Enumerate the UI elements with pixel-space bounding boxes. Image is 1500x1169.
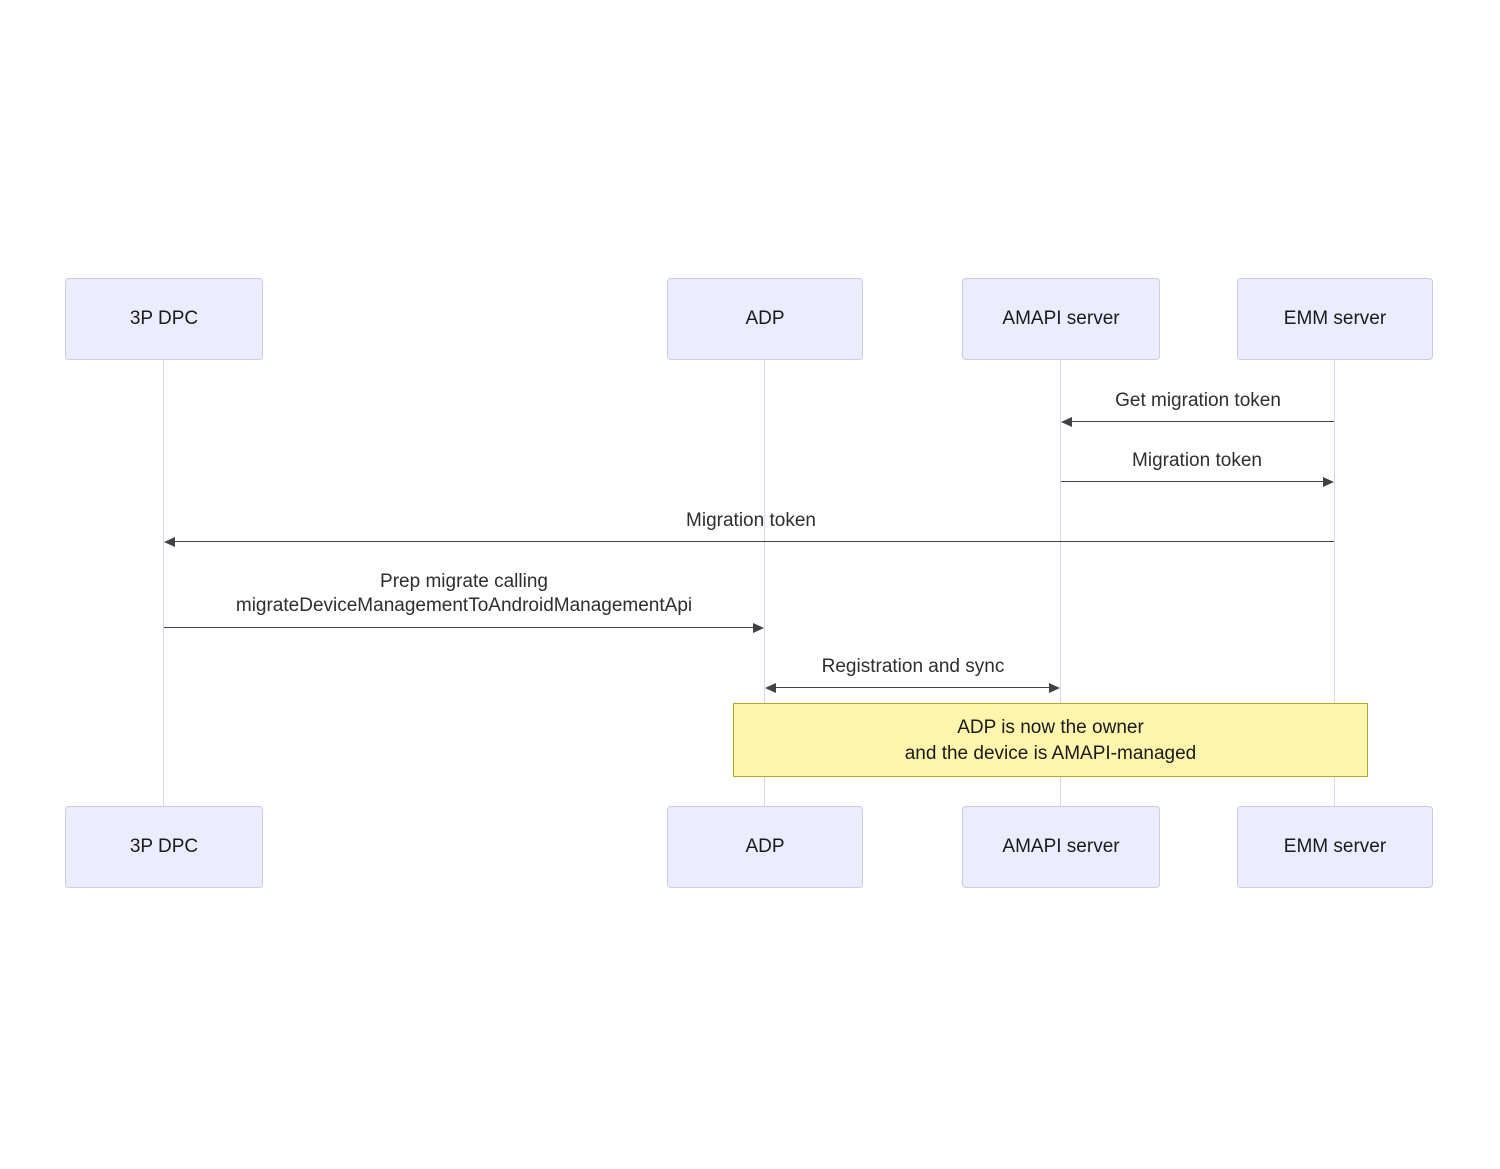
arrowhead-left-icon (1061, 417, 1072, 427)
actor-bottom-amapi-server: AMAPI server (962, 806, 1160, 888)
actor-bottom-emm-server: EMM server (1237, 806, 1433, 888)
message-line-registration-and-sync (768, 687, 1057, 688)
actor-bottom-adp: ADP (667, 806, 863, 888)
actor-top-3p-dpc: 3P DPC (65, 278, 263, 360)
actor-top-adp: ADP (667, 278, 863, 360)
lifeline-emm-server (1334, 360, 1335, 806)
arrowhead-left-icon (765, 683, 776, 693)
message-line-migration-token-to-dpc (166, 541, 1334, 542)
message-label-registration-and-sync: Registration and sync (821, 656, 1005, 677)
lifeline-adp (764, 360, 765, 806)
message-line-get-migration-token (1064, 421, 1334, 422)
arrowhead-right-icon (1049, 683, 1060, 693)
message-line-prep-migrate (164, 627, 762, 628)
message-label-migration-token-to-dpc: Migration token (686, 510, 816, 531)
message-label-migration-token-to-emm: Migration token (1132, 450, 1262, 471)
actor-top-emm-server: EMM server (1237, 278, 1433, 360)
lifeline-3p-dpc (163, 360, 164, 806)
arrowhead-right-icon (1323, 477, 1334, 487)
message-line-migration-token-to-emm (1061, 481, 1332, 482)
actor-top-amapi-server: AMAPI server (962, 278, 1160, 360)
lifeline-amapi-server (1060, 360, 1061, 806)
actor-bottom-3p-dpc: 3P DPC (65, 806, 263, 888)
arrowhead-left-icon (164, 537, 175, 547)
message-label-prep-migrate: Prep migrate calling migrateDeviceManage… (235, 571, 693, 616)
arrowhead-right-icon (753, 623, 764, 633)
note-adp-owner: ADP is now the owner and the device is A… (733, 703, 1368, 777)
message-label-get-migration-token: Get migration token (1115, 390, 1281, 411)
